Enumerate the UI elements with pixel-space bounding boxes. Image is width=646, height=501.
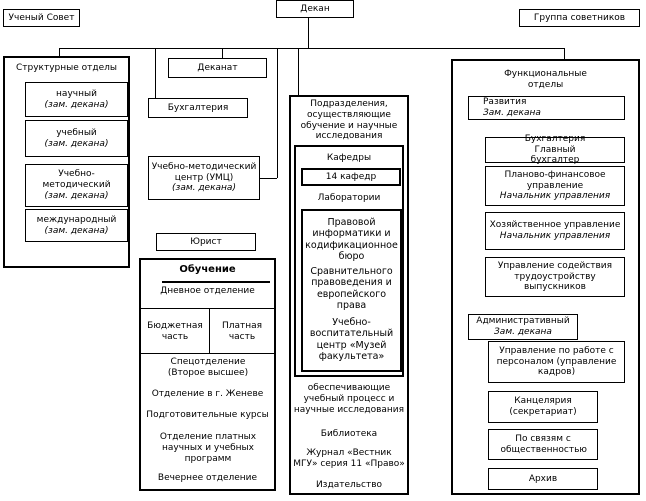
admin-item: Управление по работе с персоналом (управ… [488, 341, 625, 383]
lab-item: Сравнительного правоведения и европейско… [310, 266, 393, 312]
dept-name: международный [36, 214, 117, 225]
structural-dept-item: международный (зам. декана) [25, 209, 128, 242]
functional-item-sub: Начальник управления [499, 191, 611, 202]
functional-title: Функциональные отделы [504, 69, 587, 90]
education-box [139, 258, 276, 491]
functional-item-sub: Начальник управления [499, 231, 611, 241]
dept-sub: (зам. декана) [44, 138, 109, 149]
education-item: Отделение платных научных и учебных прог… [159, 432, 257, 464]
lawyer-box: Юрист [156, 233, 256, 251]
council-label: Ученый Совет [8, 12, 75, 23]
admin-item: Канцелярия (секретариат) [488, 391, 598, 423]
umc-name: Учебно-методический центр (УМЦ) [151, 161, 257, 183]
umc-box: Учебно-методический центр (УМЦ) (зам. де… [148, 156, 260, 200]
lawyer-label: Юрист [190, 236, 222, 247]
admin-item-label: Архив [528, 473, 558, 484]
dept-sub: (зам. декана) [44, 190, 109, 201]
dept-sub: (зам. декана) [44, 99, 109, 110]
development-sub: Зам. декана [483, 108, 541, 118]
accounting-label: Бухгалтерия [167, 102, 229, 113]
accounting-box: Бухгалтерия [148, 98, 248, 118]
dean-box: Декан [276, 0, 354, 18]
divider [209, 308, 210, 353]
chairs-count: 14 кафедр [325, 171, 377, 182]
divider [141, 353, 274, 354]
divider [141, 308, 274, 309]
lab-item: Учебно-воспитательный центр «Музей факул… [309, 317, 394, 363]
support-item: Журнал «Вестник МГУ» серия 11 «Право» [293, 448, 405, 469]
functional-item-name: Планово-финансовое управление [504, 169, 606, 191]
functional-item-name: Управление содействия трудоустройству вы… [497, 260, 613, 293]
chairs-count-box: 14 кафедр [301, 168, 401, 186]
support-title: обеспечивающие учебный процесс и научные… [293, 383, 405, 415]
connector [564, 48, 565, 59]
deanat-label: Деканат [197, 62, 238, 73]
dean-label: Декан [300, 3, 330, 14]
education-item: Подготовительные курсы [146, 410, 269, 420]
education-title: Обучение [179, 264, 236, 275]
structural-dept-item: научный (зам. декана) [25, 82, 128, 117]
support-item: Издательство [315, 480, 383, 490]
chairs-title: Кафедры [326, 153, 372, 163]
education-day: Дневное отделение [160, 286, 255, 296]
advisors-box: Группа советников [519, 9, 640, 27]
admin-item: Архив [488, 468, 598, 490]
structural-dept-item: Учебно-методический (зам. декана) [25, 164, 128, 207]
connector [298, 48, 299, 95]
admin-name: Административный [476, 316, 570, 327]
admin-item-label: Канцелярия (секретариат) [509, 396, 577, 417]
divider [162, 281, 270, 283]
admin-box: Административный Зам. декана [468, 314, 578, 340]
development-name: Развития [483, 97, 527, 108]
functional-item: Управление содействия трудоустройству вы… [485, 257, 625, 297]
umc-sub: (зам. декана) [172, 183, 236, 194]
connector [155, 48, 156, 98]
structural-dept-item: учебный (зам. декана) [25, 120, 128, 157]
support-item: Библиотека [320, 429, 378, 439]
functional-item: Планово-финансовое управление Начальник … [485, 166, 625, 206]
research-title: Подразделения, осуществляющие обучение и… [300, 99, 398, 142]
connector [308, 17, 309, 49]
dept-name: учебный [56, 127, 97, 138]
admin-item-label: По связям с общественностью [500, 433, 587, 455]
functional-item-name: Хозяйственное управление [489, 220, 621, 231]
education-item: Спецотделение (Второе высшее) [167, 357, 249, 378]
council-box: Ученый Совет [3, 9, 80, 27]
connector [59, 48, 565, 49]
education-item: Вечернее отделение [157, 473, 258, 483]
connector [222, 48, 223, 58]
education-paid: Платная часть [221, 321, 263, 342]
dept-sub: (зам. декана) [44, 225, 109, 236]
labs-title: Лаборатории [317, 193, 381, 203]
labs-box [301, 209, 402, 372]
education-item: Отделение в г. Женеве [151, 389, 264, 399]
admin-sub: Зам. декана [494, 327, 552, 337]
structural-title: Структурные отделы [15, 63, 118, 73]
dept-name: научный [56, 88, 97, 99]
dept-name: Учебно-методический [42, 169, 111, 191]
functional-item: Бухгалтерия Главный бухгалтер [485, 133, 625, 166]
admin-item-label: Управление по работе с персоналом (управ… [496, 345, 617, 378]
education-budget: Бюджетная часть [147, 321, 203, 342]
functional-item-name: Бухгалтерия Главный бухгалтер [524, 133, 586, 166]
connector [260, 178, 277, 179]
development-box: Развития Зам. декана [468, 96, 625, 120]
admin-item: По связям с общественностью [488, 429, 598, 460]
connector [59, 48, 60, 56]
functional-item: Хозяйственное управление Начальник управ… [485, 212, 625, 250]
advisors-label: Группа советников [533, 12, 626, 23]
lab-item: Правовой информатики и кодификационное б… [305, 217, 398, 263]
connector [277, 48, 278, 178]
deanat-box: Деканат [168, 58, 267, 78]
